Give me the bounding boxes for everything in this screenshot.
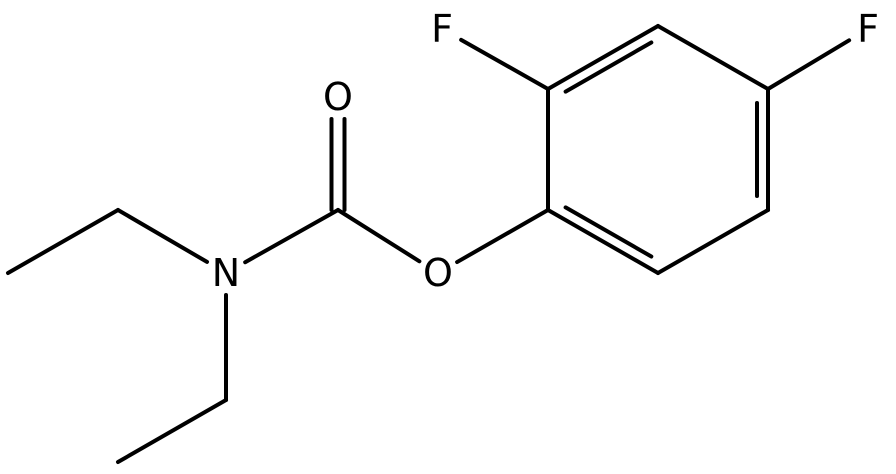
bond-c_ring2-c_ring3 [546, 24, 660, 94]
bond-o_ester-c_carbonyl [336, 208, 422, 264]
bond-line [116, 208, 209, 264]
bond-c_ring3-c_ring4 [656, 24, 770, 91]
atom-label-f-ortho: F [431, 7, 453, 51]
bond-line [766, 38, 852, 91]
bond-c_ring2-f_ortho [459, 37, 550, 91]
bond-c_ring6-c_ring1 [546, 205, 660, 275]
bond-line [656, 208, 770, 275]
bond-inner-line [563, 40, 654, 94]
atom-label-o-carbonyl: O [323, 75, 353, 119]
bond-c_carbonyl-o_carbonyl [329, 117, 347, 212]
bond-c_ring5-c_ring6 [656, 208, 770, 275]
bond-line [656, 24, 770, 91]
atom-label-n-amine: N [212, 251, 240, 295]
bond-line [546, 24, 660, 91]
bond-line [459, 37, 550, 91]
bond-inner-line [563, 205, 654, 259]
atom-label-f-para: F [857, 7, 879, 51]
bond-n_amine-c_ethyl1_ch2 [116, 208, 209, 264]
atom-label-layer: F F O O N [212, 7, 879, 295]
bond-c_ring4-f_para [766, 38, 852, 91]
bond-c_ethyl2_ch2-c_ethyl2_ch3 [116, 398, 228, 464]
bond-line [116, 398, 228, 464]
bond-c_ring1-o_ester [455, 208, 550, 265]
bond-line [336, 208, 422, 264]
bond-line [6, 208, 120, 275]
bond-c_ring4-c_ring5 [755, 87, 770, 212]
bond-line [546, 208, 660, 275]
bond-line [243, 208, 340, 265]
bond-layer [6, 24, 852, 464]
bond-c_ethyl1_ch2-c_ethyl1_ch3 [6, 208, 120, 275]
bond-line [455, 208, 550, 265]
atom-label-o-ester: O [423, 251, 453, 295]
bond-c_carbonyl-n_amine [243, 208, 340, 265]
